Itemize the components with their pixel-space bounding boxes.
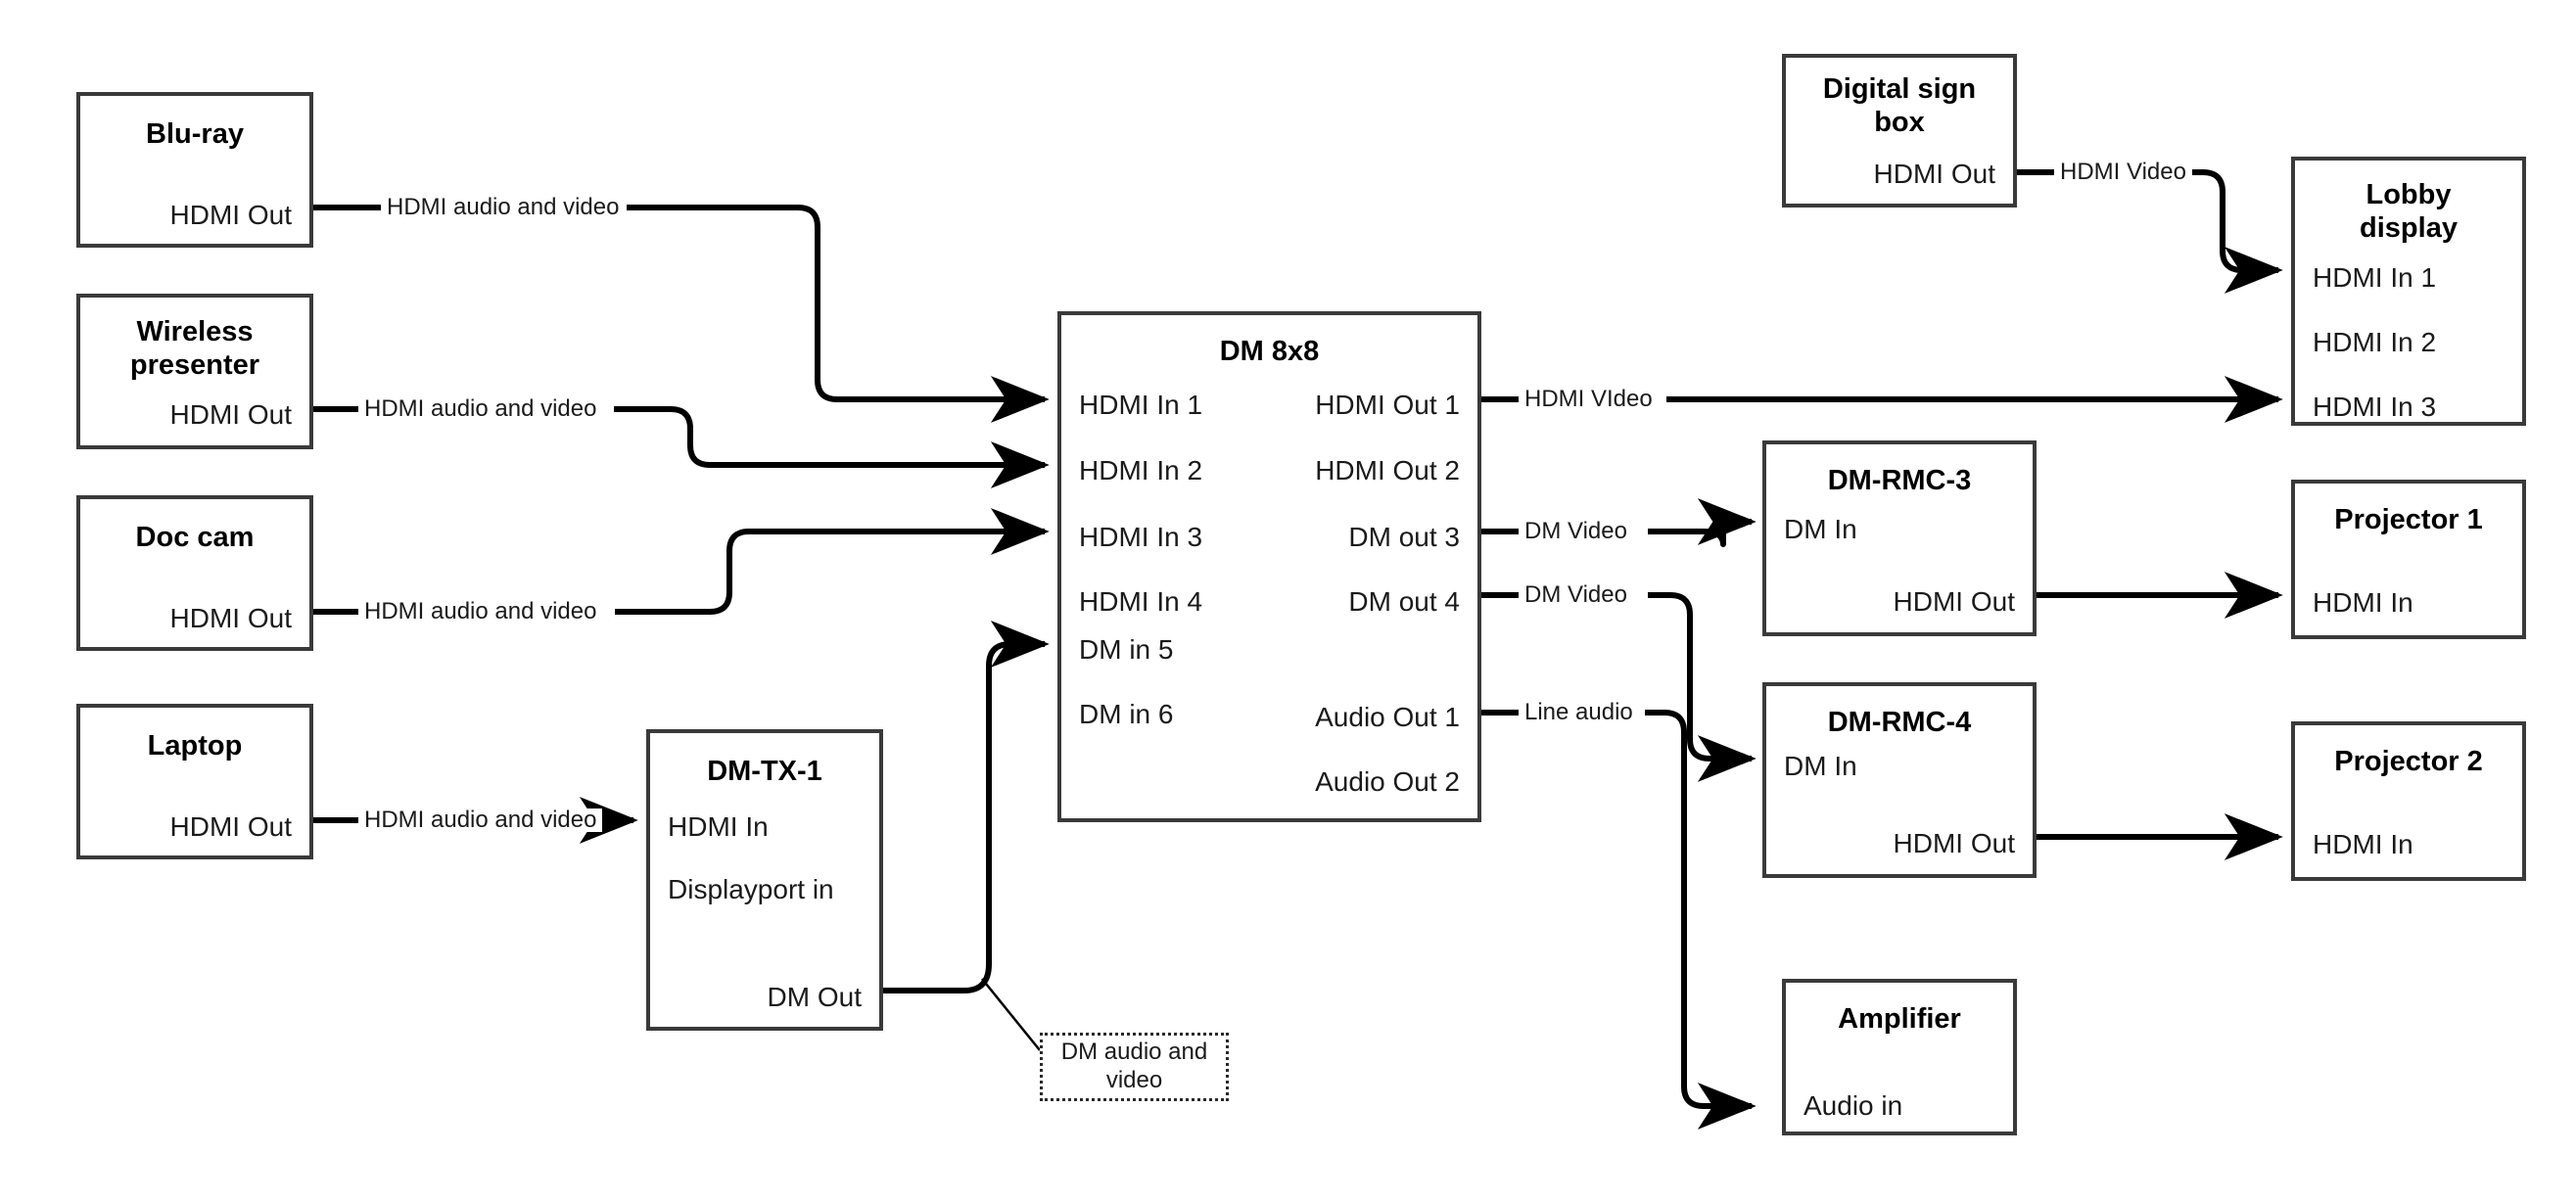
node-lobby-port-hdmi-in-1: HDMI In 1: [2313, 262, 2437, 293]
node-digitalsign-title-line1: Digital sign: [1822, 73, 1977, 105]
node-digitalsign-port-hdmi-out: HDMI Out: [1873, 159, 1995, 189]
node-laptop[interactable]: Laptop HDMI Out: [76, 704, 313, 859]
node-amp-port-audio-in: Audio in: [1803, 1090, 1903, 1121]
node-bluray-title: Blu-ray: [146, 118, 244, 150]
node-proj1-title: Projector 1: [2334, 504, 2483, 535]
node-dmrmc4-port-hdmi-out: HDMI Out: [1893, 828, 2015, 858]
node-dm-rmc-3[interactable]: DM-RMC-3 DM In HDMI Out: [1762, 440, 2037, 636]
edge-label-dm-video-out3: DM Video: [1519, 520, 1633, 543]
node-dm-rmc-4[interactable]: DM-RMC-4 DM In HDMI Out: [1762, 682, 2037, 878]
node-proj2-port-hdmi-in: HDMI In: [2313, 829, 2413, 859]
node-wireless-title-line2: presenter: [129, 349, 260, 381]
node-dm8x8-port-hdmi-out-2: HDMI Out 2: [1315, 455, 1460, 485]
node-dm8x8-port-dm-in-6: DM in 6: [1079, 699, 1174, 729]
wire-doccam-to-dm8x8-in3: [313, 531, 1045, 615]
node-laptop-port-hdmi-out: HDMI Out: [169, 811, 292, 842]
node-lobby-title-line1: Lobby: [2365, 179, 2452, 210]
node-wireless-title-line1: Wireless: [136, 316, 254, 347]
node-dm8x8-title: DM 8x8: [1219, 336, 1320, 367]
node-dmtx1-title: DM-TX-1: [707, 756, 822, 787]
node-dm8x8-port-hdmi-in-3: HDMI In 3: [1079, 522, 1203, 552]
node-amplifier[interactable]: Amplifier Audio in: [1782, 979, 2017, 1135]
edge-label-laptop-hdmi-av: HDMI audio and video: [358, 808, 603, 832]
node-lobby-title-line2: display: [2360, 212, 2458, 244]
wire-dm8x8-out4-to-dmrmc4: [1481, 592, 1752, 759]
edge-label-dm8x8-out1-hdmi-video: HDMI VIdeo: [1519, 388, 1659, 411]
note-dm-audio-and-video-text: DM audio and video: [1060, 1039, 1208, 1093]
node-projector-2[interactable]: Projector 2 HDMI In: [2291, 721, 2526, 881]
node-wireless-presenter[interactable]: Wireless presenter HDMI Out: [76, 294, 313, 449]
wire-digitalsign-to-lobby-in1: [2017, 169, 2278, 270]
node-dm8x8-port-hdmi-out-1: HDMI Out 1: [1315, 390, 1460, 420]
note-dm-audio-and-video: DM audio and video: [1040, 1033, 1229, 1101]
node-laptop-title: Laptop: [147, 730, 243, 762]
edge-label-wireless-hdmi-av: HDMI audio and video: [358, 397, 603, 421]
node-dm8x8-port-hdmi-in-1: HDMI In 1: [1079, 390, 1203, 420]
node-dmtx1-port-dm-out: DM Out: [767, 982, 862, 1012]
wire-wireless-to-dm8x8-in2: [313, 409, 1045, 465]
node-digital-sign-box[interactable]: Digital sign box HDMI Out: [1782, 54, 2017, 208]
wire-note-leader: [981, 978, 1041, 1051]
node-bluray[interactable]: Blu-ray HDMI Out: [76, 92, 313, 248]
edge-label-digitalsign-hdmi-video: HDMI Video: [2054, 161, 2192, 184]
wire-dm8x8-out3-to-dmrmc3: [1481, 522, 1752, 544]
node-dm8x8-port-dm-out-3: DM out 3: [1348, 522, 1460, 552]
node-dm8x8-port-hdmi-in-4: HDMI In 4: [1079, 586, 1203, 617]
node-wireless-port-hdmi-out: HDMI Out: [169, 399, 292, 430]
node-proj1-port-hdmi-in: HDMI In: [2313, 587, 2413, 618]
edge-label-line-audio: Line audio: [1519, 701, 1639, 724]
node-dmrmc3-port-dm-in: DM In: [1784, 514, 1857, 544]
node-lobby-display[interactable]: Lobby display HDMI In 1 HDMI In 2 HDMI I…: [2291, 157, 2526, 426]
node-lobby-port-hdmi-in-2: HDMI In 2: [2313, 327, 2437, 357]
node-doccam-port-hdmi-out: HDMI Out: [169, 603, 292, 633]
node-dm-tx-1[interactable]: DM-TX-1 HDMI In Displayport in DM Out: [646, 729, 883, 1031]
wire-dmtx1-to-dm8x8-dmin5: [881, 621, 1050, 993]
node-dmrmc4-title: DM-RMC-4: [1827, 707, 1972, 738]
node-dm-8x8[interactable]: DM 8x8 HDMI In 1 HDMI In 2 HDMI In 3 HDM…: [1057, 311, 1481, 822]
edge-label-doccam-hdmi-av: HDMI audio and video: [358, 600, 603, 624]
edge-label-bluray-hdmi-av: HDMI audio and video: [381, 196, 626, 219]
node-digitalsign-title-line2: box: [1874, 107, 1925, 138]
node-dm8x8-port-dm-out-4: DM out 4: [1348, 586, 1460, 617]
wire-dm8x8-audioout1-to-amp: [1481, 710, 1752, 1106]
node-dm8x8-port-hdmi-in-2: HDMI In 2: [1079, 455, 1203, 485]
node-dmtx1-port-hdmi-in: HDMI In: [668, 811, 769, 842]
node-dmrmc4-port-dm-in: DM In: [1784, 751, 1857, 781]
wire-bluray-to-dm8x8-in1: [313, 205, 1045, 399]
node-dmtx1-port-displayport-in: Displayport in: [668, 874, 834, 904]
node-dm8x8-port-audio-out-1: Audio Out 1: [1315, 702, 1460, 732]
node-bluray-port-hdmi-out: HDMI Out: [169, 200, 292, 230]
node-dmrmc3-port-hdmi-out: HDMI Out: [1893, 586, 2015, 617]
edge-label-dm-video-out4: DM Video: [1519, 583, 1633, 607]
node-dm8x8-port-dm-in-5: DM in 5: [1079, 634, 1174, 665]
node-doccam-title: Doc cam: [135, 522, 255, 553]
node-dm8x8-port-audio-out-2: Audio Out 2: [1315, 766, 1460, 797]
node-amp-title: Amplifier: [1838, 1003, 1961, 1035]
node-doc-cam[interactable]: Doc cam HDMI Out: [76, 495, 313, 651]
node-proj2-title: Projector 2: [2334, 746, 2483, 777]
node-lobby-port-hdmi-in-3: HDMI In 3: [2313, 392, 2437, 422]
node-dmrmc3-title: DM-RMC-3: [1827, 465, 1972, 496]
node-projector-1[interactable]: Projector 1 HDMI In: [2291, 480, 2526, 639]
